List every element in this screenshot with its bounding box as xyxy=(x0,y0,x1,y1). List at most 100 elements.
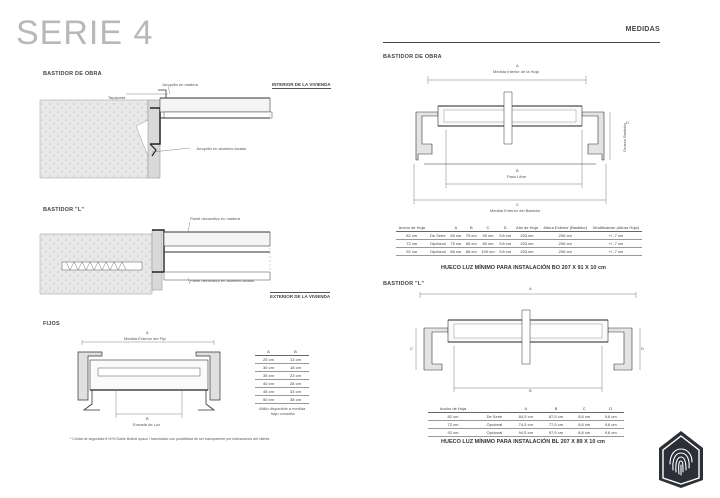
fijos-table-note-1: Altillo disponible a medida xyxy=(259,406,306,411)
table-cell: 40 cm xyxy=(255,379,282,388)
l-table-header: B xyxy=(540,405,571,413)
obra-table-header: Modificación (Altura Hoja) xyxy=(590,224,642,232)
fijos-dim-b: B xyxy=(146,416,149,421)
obra-table-header: D xyxy=(496,224,514,232)
obra-dim-d: D xyxy=(626,120,629,125)
fijos-dim-a-text: Medida Exterior del Fijo xyxy=(124,336,167,341)
note-panel-aluminio: Panel decorativo en aluminio lacado xyxy=(190,278,255,283)
table-cell: 38 cm xyxy=(282,395,309,404)
house-fingerprint-icon xyxy=(659,431,703,488)
table-row: 82 cm De Serie 84,5 cm 87,5 cm 8,6 cm 9,… xyxy=(428,412,624,421)
table-cell: 35 cm xyxy=(255,371,282,380)
table-row: 92 cm Opcional 94,5 cm 97,5 cm 8,6 cm 9,… xyxy=(428,428,624,437)
obra-table-header: Altura Exterior (Bastidor) xyxy=(540,224,591,232)
obra-dim-b: B xyxy=(516,168,519,173)
table-cell: 84,5 cm xyxy=(510,412,541,421)
table-cell: 90 cm xyxy=(479,231,497,240)
table-cell: 8,6 cm xyxy=(571,412,598,421)
table-cell: 206 cm xyxy=(540,231,591,240)
table-cell: 72 cm xyxy=(396,239,428,248)
table-cell: 75 cm xyxy=(448,239,464,248)
table-cell: +/- 7 cm xyxy=(590,239,642,248)
table-cell: 25 cm xyxy=(255,355,282,364)
table-cell: 82 cm xyxy=(396,231,428,240)
table-cell: 9,6 cm xyxy=(496,231,514,240)
table-cell: 92 cm xyxy=(428,428,478,437)
left-fijos-label: FIJOS xyxy=(43,321,60,327)
bastidor-obra-table: Ancho de Hoja A B C D Alto de Hoja Altur… xyxy=(396,224,642,256)
l-dim-c: C xyxy=(410,346,413,351)
table-cell: 9,6 cm xyxy=(597,412,624,421)
interior-side-label: INTERIOR DE LA VIVIENDA xyxy=(272,82,331,89)
table-cell: 9,6 cm xyxy=(597,420,624,429)
section-heading: MEDIDAS xyxy=(625,26,660,33)
table-cell: 30 cm xyxy=(255,363,282,372)
fijos-table-header: A xyxy=(255,348,282,356)
table-cell: 75 cm xyxy=(463,231,480,240)
table-row: 72 cm Opcional 75 cm 85 cm 80 cm 9,6 cm … xyxy=(396,239,642,248)
bastidor-obra-section-drawing xyxy=(39,85,273,179)
table-cell: 45 cm xyxy=(255,387,282,396)
fijos-table-note-2: bajo consulta xyxy=(271,411,295,416)
table-cell: 86 cm xyxy=(448,247,464,256)
table-cell: +/- 7 cm xyxy=(590,231,642,240)
note-junquillo-madera: Junquillo en madera xyxy=(162,82,199,87)
l-dim-a: A xyxy=(529,286,532,291)
fijos-table-header: B xyxy=(282,348,309,356)
right-bastidor-obra-label: BASTIDOR DE OBRA xyxy=(383,54,442,60)
table-cell: 13 cm xyxy=(282,355,309,364)
table-cell: Opcional xyxy=(478,420,511,429)
table-cell: 65 cm xyxy=(448,231,464,240)
table-row: 82 cm De Serie 65 cm 75 cm 90 cm 9,6 cm … xyxy=(396,231,642,240)
table-cell: De Serie xyxy=(427,231,449,240)
note-tapajunta: Tapajunta xyxy=(108,95,126,100)
table-cell: 33 cm xyxy=(282,387,309,396)
table-cell: 8,6 cm xyxy=(571,428,598,437)
obra-dim-c: C xyxy=(516,202,519,207)
bastidor-l-plan-drawing xyxy=(415,292,641,392)
table-cell: 97,5 cm xyxy=(540,428,571,437)
obra-dim-b-text: Paso Libre xyxy=(507,174,527,179)
obra-dim-c-text: Medida Exterior del Bastidor xyxy=(490,208,541,213)
right-bastidor-l-label: BASTIDOR "L" xyxy=(383,281,425,287)
table-cell: 28 cm xyxy=(282,379,309,388)
table-cell: 8,6 cm xyxy=(571,420,598,429)
table-cell: 203 cm xyxy=(513,247,541,256)
table-cell: 9,6 cm xyxy=(496,239,514,248)
table-cell: 18 cm xyxy=(282,363,309,372)
table-cell: 87,5 cm xyxy=(540,412,571,421)
table-cell: 203 cm xyxy=(513,239,541,248)
obra-dim-a-text: Medida Interior de la Hoja xyxy=(493,69,539,74)
table-cell: 203 cm xyxy=(513,231,541,240)
fijos-dim-a: A xyxy=(146,330,149,335)
bastidor-l-table: Ancho de Hoja A B C D 82 cm De Serie 84,… xyxy=(428,405,624,437)
table-cell: 206 cm xyxy=(540,247,591,256)
fijos-section-drawing xyxy=(77,340,221,418)
table-cell: 50 cm xyxy=(255,395,282,404)
table-row: 92 cm Opcional 86 cm 86 cm 100 cm 9,6 cm… xyxy=(396,247,642,256)
note-junquillo-aluminio: Junquillo en aluminio lacado xyxy=(196,146,247,151)
table-cell: 74,5 cm xyxy=(510,420,541,429)
table-cell: 77,5 cm xyxy=(540,420,571,429)
bastidor-l-section-drawing xyxy=(39,221,271,295)
left-bastidor-l-label: BASTIDOR "L" xyxy=(43,207,85,213)
table-cell: 206 cm xyxy=(540,239,591,248)
table-cell: 85 cm xyxy=(463,239,480,248)
table-cell: Opcional xyxy=(478,428,511,437)
l-dim-b: B xyxy=(529,388,532,393)
table-cell: 23 cm xyxy=(282,371,309,380)
exterior-side-label: EXTERIOR DE LA VIVIENDA xyxy=(270,292,331,299)
fijos-dim-b-text: Entrada de Luz xyxy=(133,422,161,427)
table-cell: +/- 7 cm xyxy=(590,247,642,256)
l-dim-d: D xyxy=(641,346,644,351)
l-table-header xyxy=(478,405,511,413)
table-cell: 94,5 cm xyxy=(510,428,541,437)
table-cell: 80 cm xyxy=(479,239,497,248)
obra-table-header: Ancho de Hoja xyxy=(396,224,428,232)
